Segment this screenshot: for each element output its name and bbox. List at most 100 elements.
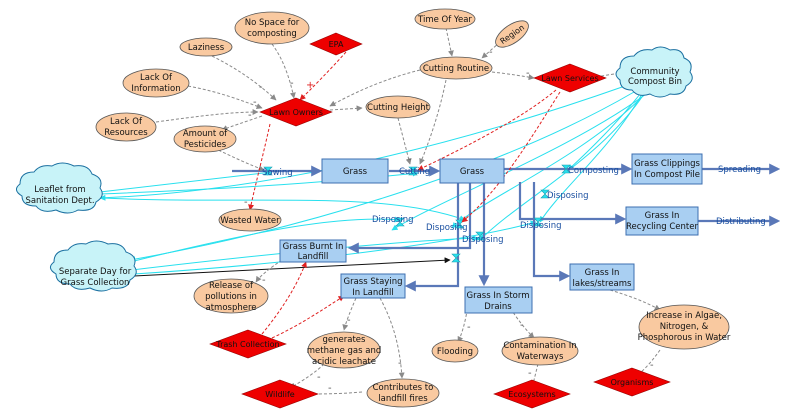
- grass-storm-stock[interactable]: Grass In Storm Drains: [464, 286, 533, 314]
- valve-composting: [561, 164, 571, 174]
- wildlife-node[interactable]: Wildlife: [241, 379, 319, 409]
- storm-label-2: Drains: [484, 302, 512, 312]
- pipe-to-burnt: [347, 182, 472, 254]
- organisms-node[interactable]: Organisms: [593, 367, 671, 397]
- staying-label-2: In Landfill: [352, 288, 393, 298]
- release-pollutions-node[interactable]: Release of pollutions in atmosphere: [193, 278, 269, 314]
- release-label-2: pollutions in: [205, 292, 257, 302]
- grass-staying-stock[interactable]: Grass Staying In Landfill: [340, 273, 406, 299]
- link-timeofyear-cuttingroutine: [445, 27, 454, 57]
- lack-resources-label-1: Lack Of: [110, 117, 143, 127]
- link-trash-staying: [271, 295, 345, 339]
- cutting-label: Cutting: [399, 167, 430, 177]
- lack-of-resources-node[interactable]: Lack Of Resources: [95, 112, 157, 142]
- methane-node[interactable]: generates methane gas and acidic leachat…: [307, 331, 381, 369]
- time-of-year-node[interactable]: Time Of Year: [414, 8, 476, 30]
- link-pesticides-sowing: [213, 147, 265, 172]
- trash-collection-label: Trash Collection: [215, 340, 279, 349]
- sowing-label: Sowing: [262, 168, 293, 178]
- lawn-services-node[interactable]: Lawn Services: [533, 63, 607, 93]
- grass-stock-2[interactable]: Grass: [439, 158, 505, 184]
- link-owners-pesticides: [221, 115, 263, 131]
- polarity-minus-ecosystems: -: [528, 368, 532, 379]
- landfill-fires-node[interactable]: Contributes to landfill fires: [366, 378, 440, 408]
- polarity-minus-wildlife-b: -: [328, 383, 332, 394]
- leaflet-label-1: Leaflet from: [34, 185, 85, 195]
- link-cuttingroutine-cutting: [419, 79, 447, 165]
- contamination-node[interactable]: Contamination In Waterways: [501, 336, 579, 366]
- cutting-height-label: Cutting Height: [367, 103, 430, 113]
- release-label-1: Release of: [209, 281, 254, 291]
- grass-stock-1[interactable]: Grass: [321, 158, 389, 184]
- burnt-label-2: Landfill: [298, 252, 329, 262]
- polarity-minus-fires: -: [398, 358, 402, 369]
- wildlife-label: Wildlife: [265, 390, 295, 399]
- link-nospace-owners: [271, 43, 296, 99]
- link-compost-to-disposing-a: [391, 93, 647, 231]
- flooding-label: Flooding: [437, 347, 473, 357]
- valve-sowing: [263, 166, 273, 176]
- link-cuttingheight-cutting: [397, 117, 412, 165]
- disposing-label-c: Disposing: [462, 235, 504, 245]
- valve-disposing-a: [395, 217, 405, 227]
- grass-burnt-stock[interactable]: Grass Burnt In Landfill: [279, 239, 347, 263]
- clippings-label-1: Grass Clippings: [634, 159, 700, 169]
- polarity-minus-methane: -: [347, 315, 351, 326]
- burnt-label-1: Grass Burnt In: [283, 242, 344, 252]
- polarity-minus-wildlife-a: -: [317, 372, 321, 383]
- no-space-node[interactable]: No Space for composting: [234, 11, 310, 45]
- lack-of-information-node[interactable]: Lack Of Information: [122, 68, 190, 98]
- fires-label-1: Contributes to: [373, 383, 434, 393]
- grass-1-label: Grass: [343, 167, 368, 177]
- polarity-minus-nospace: -: [290, 78, 294, 89]
- grass-recycling-stock[interactable]: Grass In Recycling Center: [625, 206, 699, 236]
- recycling-label-2: Recycling Center: [626, 222, 698, 232]
- wasted-water-node[interactable]: Wasted Water: [218, 208, 282, 232]
- grass-lakes-stock[interactable]: Grass In lakes/streams: [569, 263, 635, 291]
- lawn-owners-label: Lawn Owners: [269, 108, 323, 117]
- no-space-label-2: composting: [247, 29, 297, 39]
- region-node[interactable]: Region: [491, 16, 532, 53]
- red-links: [248, 51, 561, 339]
- link-separate-to-disposing-e: [133, 220, 537, 275]
- epa-node[interactable]: EPA: [309, 32, 363, 56]
- link-lackresources-owners: [155, 109, 259, 123]
- valve-disposing-c: [475, 231, 485, 241]
- no-space-label-1: No Space for: [245, 18, 300, 28]
- grass-2-label: Grass: [460, 167, 485, 177]
- laziness-node[interactable]: Laziness: [179, 37, 233, 57]
- amount-of-pesticides-node[interactable]: Amount of Pesticides: [173, 125, 237, 153]
- methane-label-2: methane gas and: [307, 346, 381, 356]
- contamination-label-2: Waterways: [517, 352, 564, 362]
- polarity-minus-wastedwater: -: [244, 197, 248, 208]
- community-compost-bin-label-1: Community: [630, 67, 679, 77]
- polarity-minus-lackinfo: -: [253, 97, 257, 108]
- link-lackinfo-owners: [187, 85, 263, 109]
- flooding-node[interactable]: Flooding: [431, 339, 479, 363]
- cutting-height-node[interactable]: Cutting Height: [365, 95, 431, 119]
- staying-label-1: Grass Staying: [344, 277, 403, 287]
- community-compost-bin-cloud: Community Compost Bin: [615, 46, 693, 98]
- link-epa-owners: [299, 51, 347, 101]
- methane-label-3: acidic leachate: [312, 357, 376, 367]
- separate-day-label-2: Grass Collection: [61, 278, 130, 288]
- spreading-label: Spreading: [718, 165, 761, 175]
- link-cuttingroutine-owners: [329, 69, 421, 107]
- disposing-label-b: Disposing: [426, 223, 468, 233]
- polarity-minus-flooding: -: [467, 322, 471, 333]
- cutting-routine-label: Cutting Routine: [423, 64, 489, 74]
- polarity-minus-organisms: -: [650, 360, 654, 371]
- trash-collection-node[interactable]: Trash Collection: [209, 329, 287, 359]
- link-compost-to-separate: [129, 91, 635, 263]
- lack-resources-label-2: Resources: [104, 128, 148, 138]
- polarity-minus-cuttingheight: -: [408, 154, 412, 165]
- clippings-label-2: In Compost Pile: [634, 170, 700, 180]
- ecosystems-node[interactable]: Ecosystems: [493, 379, 571, 409]
- cutting-routine-node[interactable]: Cutting Routine: [419, 56, 493, 80]
- grass-clippings-stock[interactable]: Grass Clippings In Compost Pile: [631, 153, 703, 185]
- link-compost-to-sowing: [99, 85, 626, 201]
- community-compost-bin-label-2: Compost Bin: [628, 77, 682, 87]
- lawn-owners-node[interactable]: Lawn Owners: [259, 97, 333, 127]
- increase-algae-node[interactable]: Increase in Algae, Nitrogen, & Phosphoro…: [638, 304, 731, 350]
- polarity-minus-laziness: -: [259, 82, 263, 93]
